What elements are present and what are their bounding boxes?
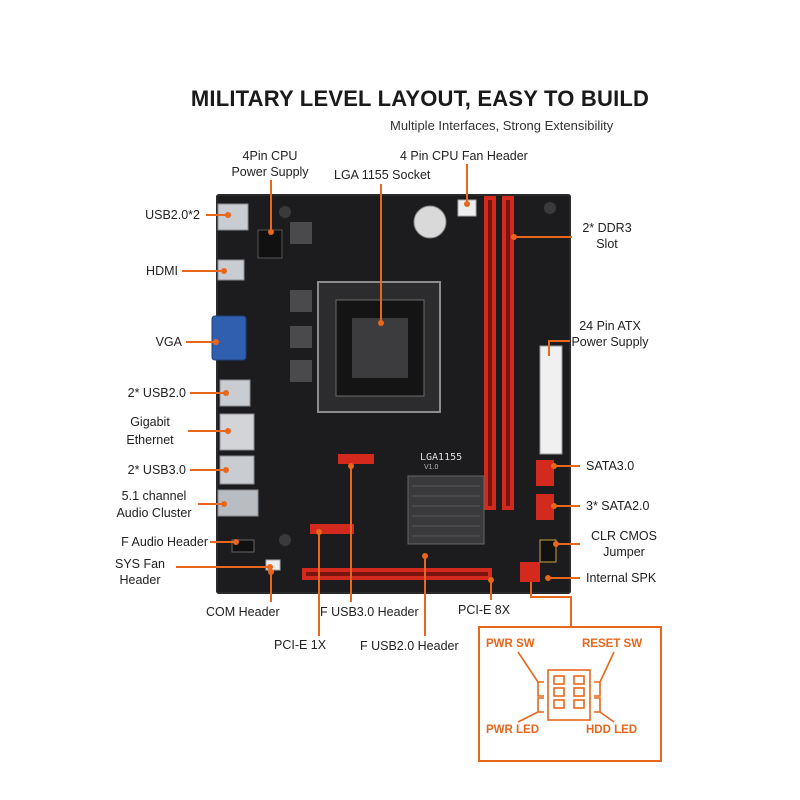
label-pcie1x: PCI-E 1X <box>274 638 327 652</box>
label-usb30-2: 2* USB3.0 <box>127 463 186 477</box>
label-cpu-power-2: Power Supply <box>231 165 309 179</box>
label-com: COM Header <box>206 605 280 619</box>
label-cpu-fan: 4 Pin CPU Fan Header <box>400 149 528 163</box>
vrm-choke <box>290 326 312 348</box>
label-ethernet-1: Gigabit <box>130 415 170 429</box>
label-socket: LGA 1155 Socket <box>334 168 431 182</box>
label-vga: VGA <box>155 335 182 349</box>
vrm-choke <box>290 222 312 244</box>
front-panel-pin-diagram <box>517 651 615 723</box>
label-usb20-2: 2* USB2.0 <box>127 386 186 400</box>
label-f-usb20: F USB2.0 Header <box>360 639 459 653</box>
cpu-socket-cover <box>352 318 408 378</box>
front-panel-inset <box>478 626 662 762</box>
vrm-choke <box>290 360 312 382</box>
front-panel-header <box>520 562 540 582</box>
vrm-choke <box>290 290 312 312</box>
mount-hole <box>279 206 291 218</box>
inset-hdd-led: HDD LED <box>586 724 638 736</box>
page-title: MILITARY LEVEL LAYOUT, EASY TO BUILD <box>190 86 650 111</box>
label-audio-1: 5.1 channel <box>121 489 187 503</box>
usb-port-stack <box>217 203 249 231</box>
label-pcie8x: PCI-E 8X <box>458 603 511 617</box>
label-ddr3-2: Slot <box>596 237 618 251</box>
socket-silkscreen: LGA1155 <box>420 452 463 463</box>
label-atx24-1: 24 Pin ATX <box>579 319 641 333</box>
label-f-usb30: F USB3.0 Header <box>320 605 419 619</box>
label-audio-2: Audio Cluster <box>116 506 192 520</box>
label-atx24-2: Power Supply <box>571 335 649 349</box>
label-sys-fan-2: Header <box>119 573 161 587</box>
label-cpu-power-1: 4Pin CPU <box>242 149 298 163</box>
mount-hole <box>279 534 291 546</box>
board-version: V1.0 <box>424 464 439 471</box>
vga-port <box>211 315 247 361</box>
pcie-1x-slot <box>310 524 354 534</box>
label-clr-cmos-1: CLR CMOS <box>591 529 657 543</box>
inset-pwr-led: PWR LED <box>486 724 540 736</box>
label-internal-spk: Internal SPK <box>586 571 657 585</box>
page-subtitle: Multiple Interfaces, Strong Extensibilit… <box>390 118 614 133</box>
label-sata2: 3* SATA2.0 <box>586 499 650 513</box>
sata3-port <box>536 460 554 486</box>
inset-pwr-sw: PWR SW <box>486 638 535 650</box>
label-clr-cmos-2: Jumper <box>603 545 645 559</box>
atx24-connector <box>539 345 563 455</box>
label-ethernet-2: Ethernet <box>126 433 174 447</box>
label-ddr3-1: 2* DDR3 <box>582 221 632 235</box>
inset-reset-sw: RESET SW <box>582 638 643 650</box>
mount-hole <box>544 202 556 214</box>
pcie-1x-slot-upper <box>338 454 374 464</box>
label-f-audio: F Audio Header <box>121 535 208 549</box>
label-usb20x2: USB2.0*2 <box>145 208 200 222</box>
chipset-heatsink <box>407 475 485 545</box>
sata2-port <box>536 494 554 520</box>
label-sys-fan-1: SYS Fan <box>114 557 166 571</box>
label-hdmi: HDMI <box>146 264 178 278</box>
cmos-battery <box>413 205 447 239</box>
label-sata3: SATA3.0 <box>586 459 635 473</box>
clr-cmos-jumper <box>539 539 557 563</box>
